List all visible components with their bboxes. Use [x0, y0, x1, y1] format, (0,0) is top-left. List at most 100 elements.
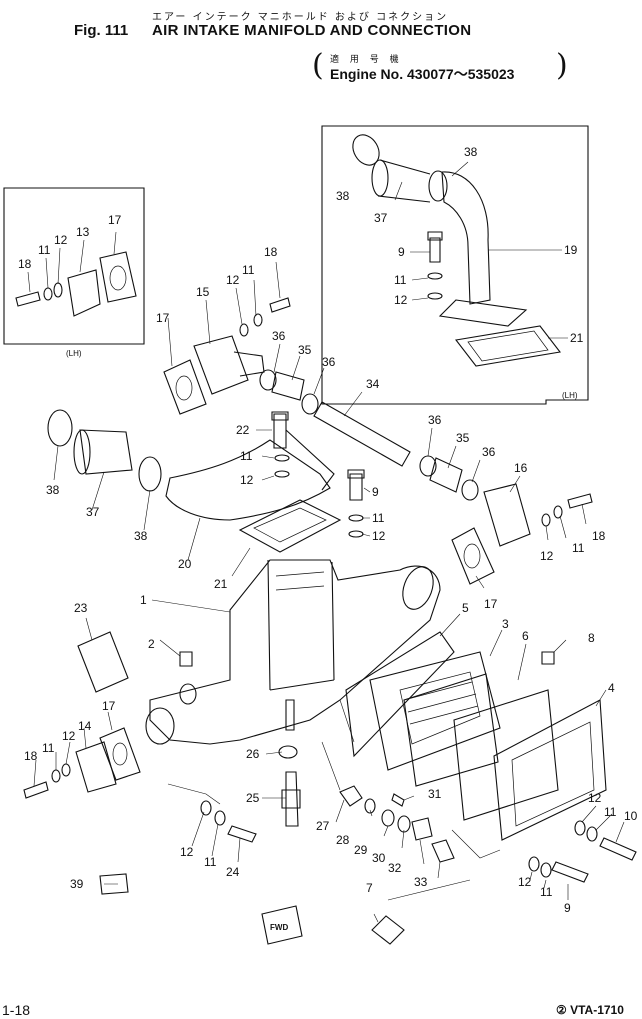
connector-7: [371, 915, 405, 945]
bolt-18-left: [23, 781, 49, 799]
figure-number: Fig. 111: [74, 22, 129, 39]
boss: [179, 683, 197, 705]
elbow-20: [165, 439, 331, 521]
cover-4: [493, 699, 607, 841]
callout-30: 30: [372, 851, 386, 865]
clamp-36b: [301, 393, 319, 415]
callout-11: 11: [242, 263, 255, 277]
callout-24: 24: [226, 865, 240, 879]
hose-37-end: [371, 159, 389, 197]
applicable-label-jp: 適 用 号 機: [330, 55, 403, 65]
callout-33: 33: [414, 875, 428, 889]
callout-22: 22: [236, 423, 250, 437]
gasket-5: [345, 631, 455, 758]
adapter-32: [411, 817, 433, 841]
bolt-22: [271, 411, 289, 449]
callout-29: 29: [354, 843, 368, 857]
callout-16: 16: [514, 461, 528, 475]
clamp-36d: [461, 479, 479, 501]
callout-1: 1: [140, 593, 147, 607]
left-lower-group: 2 23 14 17 12 11 18: [23, 601, 193, 799]
callout-3: 3: [502, 617, 509, 631]
japanese-title: エアー インテーク マニホールド および コネクション: [152, 12, 449, 23]
hose-37-left: [79, 429, 133, 475]
hose-clamp-38b: [428, 170, 448, 202]
callout-34: 34: [366, 377, 380, 391]
leader-lines-inset-right: [394, 161, 568, 339]
callout-12: 12: [588, 791, 602, 805]
callout-11: 11: [204, 855, 217, 869]
callout-38: 38: [46, 483, 60, 497]
manifold-outlet: [402, 566, 434, 610]
plug-39: [99, 873, 129, 895]
callout-19: 19: [564, 243, 578, 257]
flange-16: [483, 483, 531, 547]
callout-25: 25: [246, 791, 260, 805]
callout-36: 36: [428, 413, 442, 427]
callout-7: 7: [366, 881, 373, 895]
callout-21: 21: [570, 331, 584, 345]
callout-18: 18: [24, 749, 38, 763]
callout-11: 11: [372, 511, 385, 525]
open-paren: (: [312, 48, 324, 83]
plug-8: [541, 651, 555, 665]
plug-2: [179, 651, 193, 667]
gasket-21: [238, 499, 342, 553]
bolt-10: [599, 837, 637, 861]
callout-18: 18: [18, 257, 32, 271]
washer-28: [364, 798, 376, 814]
hose-clamp-38a: [352, 134, 380, 166]
cover-13: [67, 269, 101, 317]
callout-12: 12: [394, 293, 408, 307]
callout-12: 12: [54, 233, 68, 247]
lower-right-fasteners: 12 11 10 12 11 9: [518, 791, 638, 915]
intake-manifold-1: 1: [140, 559, 441, 745]
callout-21: 21: [214, 577, 228, 591]
bolt-18-right: [567, 493, 593, 509]
bolt-9-lower: [551, 861, 589, 883]
gasket-6: [403, 673, 499, 787]
fitting-27: [339, 785, 363, 807]
fwd-tag: [261, 905, 303, 945]
close-paren: ): [556, 48, 568, 83]
bolt-9: [347, 469, 365, 501]
pin-31: [391, 793, 405, 807]
flange-15: [193, 335, 249, 395]
callout-36: 36: [272, 329, 286, 343]
document-code: ② VTA-1710: [556, 1003, 624, 1017]
inset-box-upper-left: (LH) 18 11 12 13 17: [3, 187, 145, 358]
callout-12: 12: [518, 875, 532, 889]
flange-group-15: 15 12 11 18 17: [156, 245, 291, 415]
washer-29: [381, 809, 395, 827]
gasket-17-upper: [163, 359, 207, 415]
heater-plug-25: [281, 771, 301, 827]
callout-17: 17: [102, 699, 116, 713]
elbow-33: [431, 839, 455, 863]
gasket-17-left: [99, 727, 141, 781]
lh-label-right: (LH): [562, 391, 578, 400]
core-3: [369, 651, 501, 771]
callout-5: 5: [462, 601, 469, 615]
callout-17: 17: [156, 311, 170, 325]
flange-14: [75, 741, 117, 793]
stud-under: [285, 699, 295, 731]
washer-30: [397, 815, 411, 833]
callout-11: 11: [540, 885, 553, 899]
callout-18: 18: [264, 245, 278, 259]
bolt-9-inset: [427, 231, 443, 263]
callout-27: 27: [316, 819, 330, 833]
gasket-23: [77, 631, 129, 693]
callout-35: 35: [298, 343, 312, 357]
callout-35: 35: [456, 431, 470, 445]
callout-37: 37: [86, 505, 100, 519]
callout-37: 37: [374, 211, 388, 225]
callout-20: 20: [178, 557, 192, 571]
manifold-body: [149, 559, 441, 745]
callout-11: 11: [394, 273, 407, 287]
callout-36: 36: [322, 355, 336, 369]
callout-12: 12: [372, 529, 386, 543]
lh-label-left: (LH): [66, 349, 82, 358]
callout-12: 12: [62, 729, 76, 743]
